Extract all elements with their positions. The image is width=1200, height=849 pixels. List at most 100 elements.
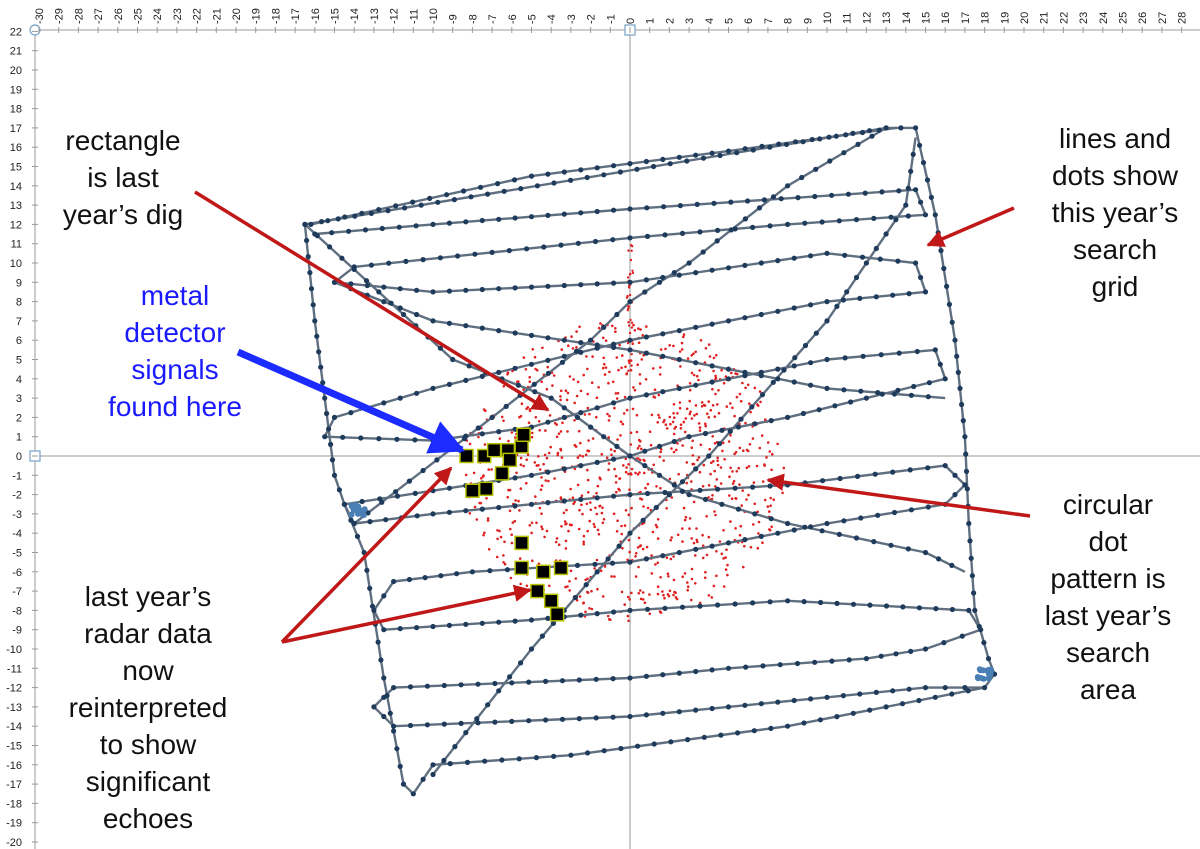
- search-dot: [528, 332, 535, 338]
- y-tick-label: -19: [6, 818, 22, 830]
- radar-dot: [671, 420, 675, 424]
- arrow-rectangle: [194, 190, 550, 412]
- search-dot: [430, 289, 436, 295]
- search-dot: [872, 471, 878, 477]
- x-tick-label: -29: [54, 8, 66, 24]
- radar-dot: [565, 508, 568, 512]
- search-dot: [503, 403, 509, 409]
- radar-dot: [763, 464, 766, 467]
- x-tick-label: 26: [1137, 12, 1149, 24]
- x-tick-label: -14: [349, 8, 361, 24]
- radar-dot: [641, 547, 645, 551]
- radar-dot: [584, 578, 587, 582]
- search-dot: [900, 604, 906, 610]
- x-tick-label: -4: [546, 14, 558, 24]
- radar-dot: [690, 567, 694, 571]
- search-dot: [627, 161, 633, 167]
- radar-dot: [606, 614, 610, 618]
- radar-dot: [579, 389, 583, 393]
- search-dot: [693, 324, 699, 330]
- radar-dot: [628, 324, 631, 327]
- radar-dot: [718, 540, 722, 543]
- radar-dot: [525, 584, 529, 588]
- radar-dot: [646, 482, 650, 486]
- search-dot: [709, 543, 715, 549]
- search-dot: [611, 400, 617, 406]
- search-dot: [479, 286, 485, 293]
- x-tick-label: 23: [1078, 12, 1090, 24]
- radar-dot: [627, 249, 630, 252]
- search-dot: [412, 490, 418, 496]
- search-dot: [651, 163, 657, 170]
- radar-dot: [615, 490, 618, 494]
- search-dot: [660, 389, 666, 395]
- search-dot: [617, 169, 624, 175]
- radar-dot: [695, 527, 698, 530]
- echo-box: [543, 593, 559, 609]
- search-dot: [368, 210, 374, 216]
- search-dot: [364, 282, 370, 289]
- radar-dot: [607, 381, 610, 385]
- search-dot: [812, 659, 818, 665]
- radar-dot: [588, 607, 591, 610]
- search-dot: [634, 166, 640, 172]
- search-dot: [371, 704, 377, 710]
- x-tick-label: -18: [270, 8, 282, 24]
- radar-dot: [628, 293, 632, 297]
- radar-dot: [506, 495, 510, 499]
- radar-dot: [528, 375, 531, 379]
- radar-dot: [589, 501, 592, 504]
- search-dot: [444, 192, 450, 198]
- search-dot: [474, 716, 480, 722]
- search-dot: [588, 337, 594, 343]
- radar-dot: [570, 523, 573, 527]
- search-dot: [643, 673, 650, 679]
- radar-dot: [683, 572, 687, 575]
- radar-dot: [716, 456, 719, 460]
- search-dot: [528, 361, 535, 367]
- radar-dot: [573, 443, 577, 447]
- search-dot: [573, 348, 580, 354]
- radar-dot: [636, 473, 640, 476]
- radar-dot: [655, 525, 659, 529]
- search-dot: [446, 381, 452, 387]
- radar-dot: [591, 355, 594, 358]
- search-dot: [944, 283, 950, 289]
- search-dot: [700, 249, 706, 255]
- search-dot: [817, 136, 823, 142]
- search-dot: [578, 340, 584, 346]
- radar-dot: [485, 497, 488, 500]
- radar-dot: [760, 434, 764, 437]
- search-dot: [959, 401, 965, 408]
- search-dot: [475, 681, 481, 687]
- annotation-radar-data: last year’s radar data now reinterpreted…: [69, 581, 228, 834]
- annotation-line: year’s dig: [63, 199, 183, 230]
- annotation-line: grid: [1092, 271, 1139, 302]
- search-dot: [412, 437, 418, 443]
- search-dot: [709, 150, 715, 156]
- radar-dot: [625, 466, 628, 469]
- search-dot: [575, 240, 581, 246]
- radar-dot: [637, 327, 640, 330]
- radar-dot: [699, 443, 703, 447]
- radar-dot: [559, 430, 563, 433]
- radar-dot: [581, 455, 585, 458]
- radar-dot: [620, 532, 623, 536]
- search-dot: [424, 722, 430, 728]
- radar-dot: [701, 556, 705, 560]
- search-dot: [819, 219, 825, 225]
- annotation-rectangle: rectangle is last year’s dig: [63, 125, 183, 230]
- search-dot: [905, 185, 911, 191]
- search-dot: [314, 233, 320, 239]
- search-dot: [594, 569, 600, 575]
- radar-dot: [601, 521, 605, 525]
- search-dot: [435, 199, 441, 205]
- radar-dot: [568, 589, 571, 592]
- search-dot: [891, 391, 898, 397]
- radar-dot: [618, 343, 621, 347]
- annotation-line: detector: [124, 317, 225, 348]
- y-tick-label: -3: [12, 509, 22, 521]
- radar-dot: [678, 350, 682, 353]
- search-dot: [656, 279, 663, 285]
- search-dot: [627, 559, 633, 565]
